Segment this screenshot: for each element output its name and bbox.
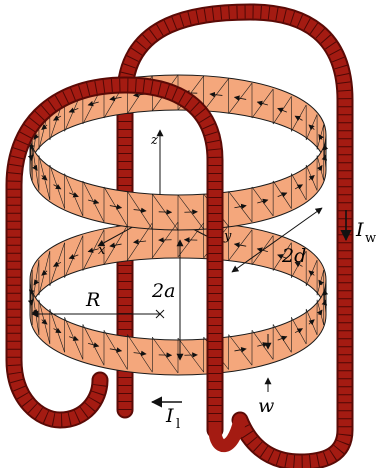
label-x: x (98, 243, 106, 258)
label-I-w: I w (355, 219, 376, 246)
svg-text:w: w (365, 231, 376, 246)
svg-text:l: l (176, 417, 180, 432)
label-z: z (150, 133, 158, 148)
svg-text:I: I (355, 219, 364, 241)
label-2d: 2d (281, 245, 306, 267)
label-R: R (85, 289, 100, 311)
label-y: y (223, 229, 232, 244)
svg-text:I: I (165, 405, 174, 427)
label-2a: 2a (151, 280, 175, 302)
label-I-l: I l (165, 405, 180, 432)
label-w: w (258, 395, 274, 417)
